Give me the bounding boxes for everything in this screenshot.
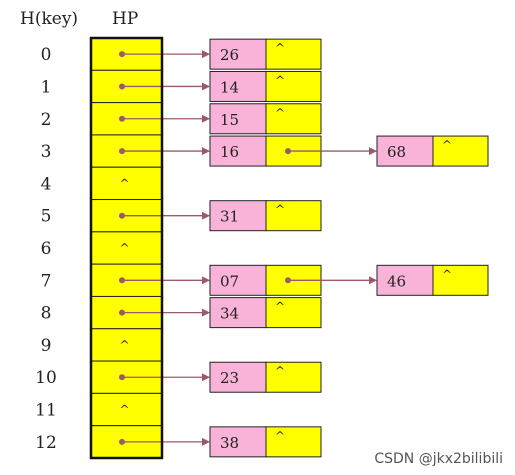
- node-data-cell: [209, 426, 267, 458]
- node-value: 14: [220, 78, 239, 96]
- node-null-marker: ^: [275, 364, 285, 378]
- node-pointer-cell: [265, 70, 322, 102]
- bucket-cell: [90, 231, 163, 265]
- node-data-cell: [209, 297, 267, 329]
- row-key-label: 10: [35, 368, 57, 388]
- node-null-marker: ^: [275, 73, 285, 87]
- row-key-label: 1: [41, 77, 52, 97]
- row-key-label: 2: [41, 110, 52, 130]
- bucket-null-marker: ^: [119, 241, 129, 255]
- table-column-header: HP: [112, 9, 138, 29]
- row-key-label: 5: [41, 207, 52, 227]
- node-null-marker: ^: [442, 138, 452, 152]
- watermark: CSDN @jkx2bilibili: [374, 451, 503, 467]
- row-key-label: 7: [41, 271, 52, 291]
- node-data-cell: [209, 103, 267, 135]
- row-key-label: 4: [41, 174, 52, 194]
- node-value: 26: [220, 46, 239, 64]
- node-value: 07: [220, 272, 239, 290]
- bucket-null-marker: ^: [119, 176, 129, 190]
- node-null-marker: ^: [275, 300, 285, 314]
- bucket-table-border: [89, 36, 164, 460]
- node-pointer-cell: [432, 264, 489, 296]
- row-key-label: 12: [35, 433, 57, 453]
- row-key-label: 11: [35, 401, 57, 421]
- node-value: 23: [220, 369, 239, 387]
- node-pointer-cell: [265, 103, 322, 135]
- bucket-cell: [90, 166, 163, 201]
- node-null-marker: ^: [275, 203, 285, 217]
- node-null-marker: ^: [275, 429, 285, 443]
- node-null-marker: ^: [275, 41, 285, 55]
- row-key-label: 0: [41, 45, 52, 65]
- hash-rows: 0 26 ^ 1 14 ^ 2 15 ^ 3 16 68 ^ 4 ^ 5 31 ^ 6 ^ 7 07 46 ^ 8 34 ^ 9 ^ 10…: [35, 36, 489, 460]
- node-value: 16: [220, 143, 239, 161]
- node-data-cell: [376, 264, 434, 296]
- node-pointer-cell: [265, 200, 322, 232]
- key-column-header: H(key): [20, 9, 78, 29]
- node-pointer-cell: [265, 38, 322, 70]
- node-value: 31: [220, 208, 239, 226]
- node-value: 34: [220, 305, 239, 323]
- node-null-marker: ^: [442, 267, 452, 281]
- node-value: 15: [220, 111, 239, 129]
- node-value: 46: [387, 272, 406, 290]
- row-key-label: 3: [41, 142, 52, 162]
- node-data-cell: [209, 38, 267, 70]
- bucket-null-marker: ^: [119, 338, 129, 352]
- node-value: 38: [220, 434, 239, 452]
- node-pointer-cell: [265, 361, 322, 393]
- row-key-label: 6: [41, 239, 52, 259]
- bucket-null-marker: ^: [119, 403, 129, 417]
- node-null-marker: ^: [275, 106, 285, 120]
- node-pointer-cell: [265, 426, 322, 458]
- row-key-label: 9: [41, 336, 52, 356]
- row-key-label: 8: [41, 304, 52, 324]
- node-value: 68: [387, 143, 406, 161]
- node-pointer-cell: [265, 297, 322, 329]
- node-pointer-cell: [432, 135, 489, 167]
- node-data-cell: [209, 361, 267, 393]
